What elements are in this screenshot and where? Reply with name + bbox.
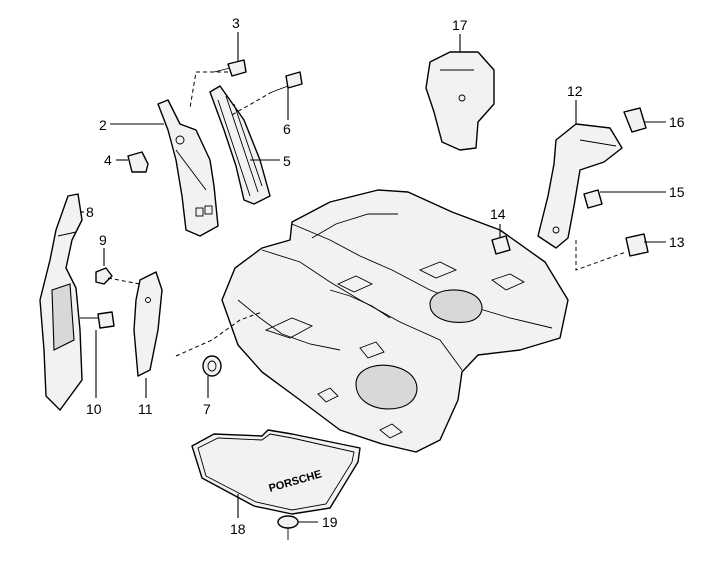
callout-11: 11: [138, 401, 153, 417]
bolt-15: [583, 189, 603, 209]
callout-16: 16: [669, 114, 685, 130]
leader-lines: [80, 32, 666, 523]
callout-10: 10: [86, 401, 102, 417]
assembly-lines: [107, 71, 627, 357]
callout-8: 8: [86, 204, 94, 220]
grommet-7: [202, 355, 222, 377]
right-trim-panel: [537, 123, 623, 249]
side-trim-panel: [157, 99, 219, 237]
small-bracket-clip: [127, 151, 149, 173]
callout-4: 4: [104, 152, 112, 168]
push-fastener-19: [277, 515, 299, 540]
ribbed-trim-strip: [209, 85, 271, 205]
floor-carpet: [221, 189, 569, 453]
callout-13: 13: [669, 234, 685, 250]
retaining-clip-9: [95, 267, 113, 285]
callout-2: 2: [99, 117, 107, 133]
upper-bracket: [425, 51, 495, 151]
small-trim-panel: [133, 271, 163, 377]
clip-16: [623, 107, 647, 133]
callout-18: 18: [230, 521, 246, 537]
floor-mat: PORSCHE: [191, 429, 361, 515]
screw-3: [213, 59, 247, 77]
callout-19: 19: [322, 514, 338, 530]
callout-6: 6: [283, 121, 291, 137]
bolt-10: [80, 311, 115, 329]
callout-5: 5: [283, 153, 291, 169]
screw-6: [271, 71, 303, 93]
clip-13: [625, 233, 649, 257]
callout-9: 9: [99, 232, 107, 248]
left-pillar-trim: [39, 193, 83, 411]
callout-3: 3: [232, 15, 240, 31]
callout-7: 7: [203, 401, 211, 417]
callout-12: 12: [567, 83, 583, 99]
bolt-14: [491, 235, 511, 255]
callout-17: 17: [452, 17, 468, 33]
callout-15: 15: [669, 184, 685, 200]
callout-14: 14: [490, 206, 506, 222]
callout-labels: 2 3 4 5 6 7 8 9 10 11 12 13 14 15 16 17 …: [86, 15, 685, 537]
